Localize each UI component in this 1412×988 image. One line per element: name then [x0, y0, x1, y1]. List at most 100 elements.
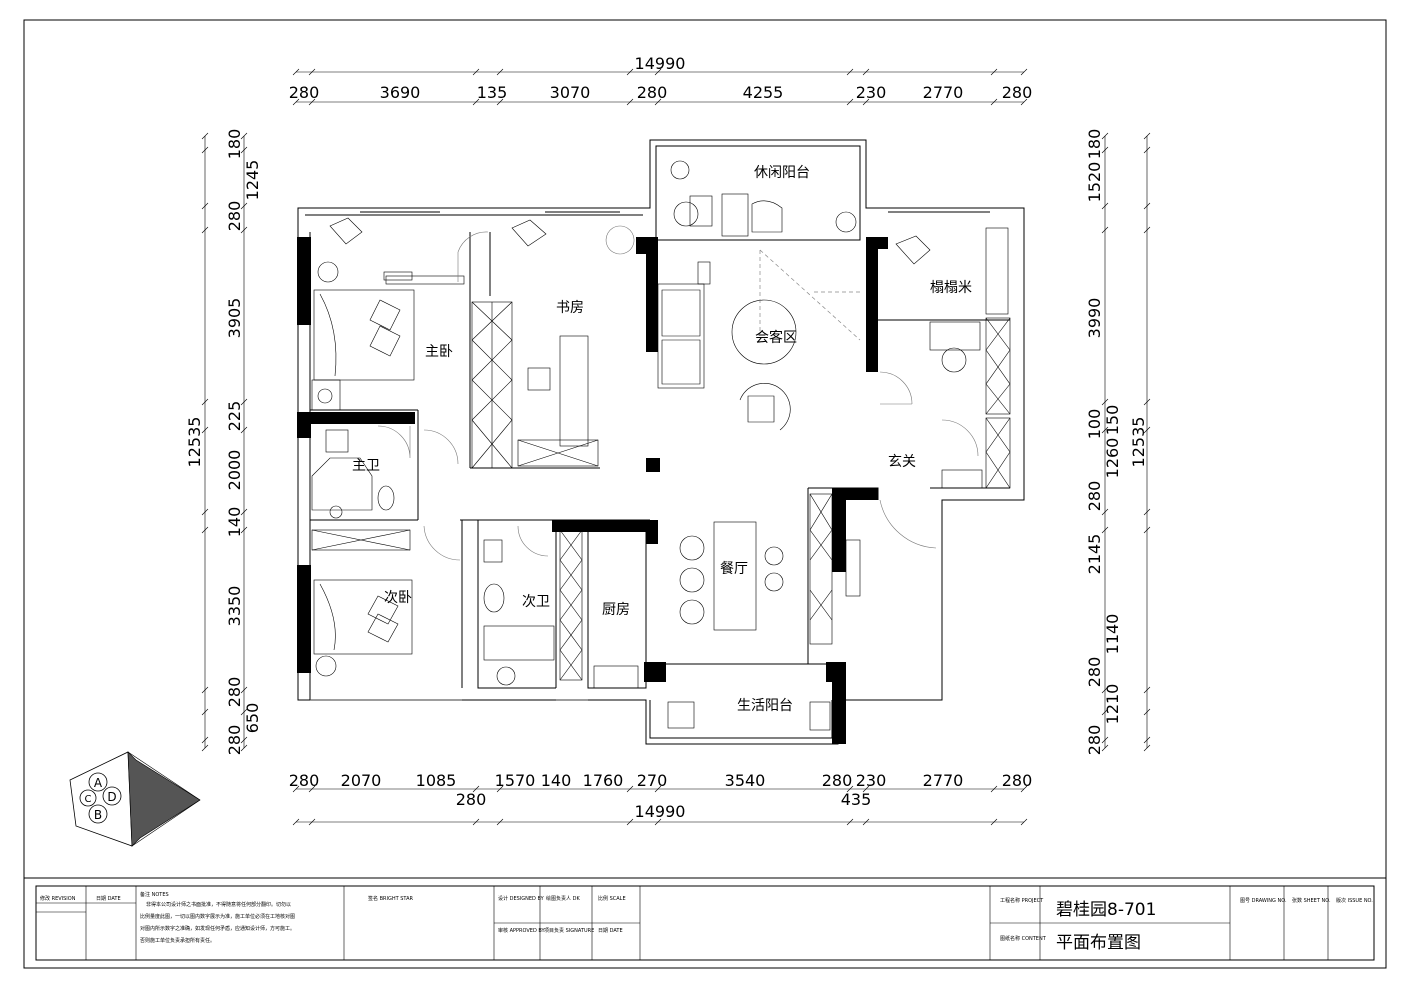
svg-text:3905: 3905	[225, 298, 244, 339]
sheet-border	[23, 19, 1387, 969]
svg-text:3350: 3350	[225, 586, 244, 627]
svg-text:135: 135	[477, 83, 508, 102]
room-label-tatami: 榻榻米	[930, 280, 972, 296]
svg-text:2000: 2000	[225, 450, 244, 491]
dim-bottom-total: 14990	[635, 802, 686, 821]
signature-label: 项目负责 SIGNATURE	[544, 927, 594, 934]
svg-text:280: 280	[289, 83, 320, 102]
dim-bottom-sub-2: 435	[841, 790, 872, 809]
room-label-second-bath: 次卫	[522, 594, 550, 610]
scale-label: 比例 SCALE	[598, 895, 626, 902]
notes-line-4: 否则施工单位负责承担所有责任。	[140, 937, 215, 944]
svg-text:280: 280	[289, 771, 320, 790]
project-label: 工程名称 PROJECT	[1000, 897, 1044, 904]
notes-header: 备注 NOTES	[140, 891, 169, 898]
drawing-content: 平面布置图	[1056, 933, 1141, 953]
exterior-walls	[297, 139, 1025, 745]
furniture	[311, 160, 1011, 731]
dim-top-row: 280 3690 135 3070 280 4255 230 2770 280	[289, 83, 1033, 102]
dim-left-column: 180 1245 280 3905 225 2000 140 3350 280 …	[225, 129, 262, 756]
room-label-dining: 餐厅	[720, 561, 748, 577]
svg-text:1260: 1260	[1103, 438, 1122, 479]
approved-label: 审核 APPROVED BY	[498, 927, 546, 934]
notes-line-2: 比例量度此图，一切以图内数字展示为准，施工单位必须在工地核对图	[140, 913, 295, 920]
stamp-label: 签名 BRIGHT STAR	[368, 895, 414, 902]
room-label-master-bedroom: 主卧	[425, 344, 453, 360]
room-label-study: 书房	[556, 300, 584, 316]
svg-text:1520: 1520	[1085, 162, 1104, 203]
dimension-lines	[201, 68, 1151, 826]
svg-text:270: 270	[637, 771, 668, 790]
svg-text:280: 280	[1085, 481, 1104, 512]
svg-text:280: 280	[1085, 725, 1104, 756]
svg-text:C: C	[85, 794, 92, 805]
svg-text:1210: 1210	[1103, 684, 1122, 725]
svg-text:1570: 1570	[495, 771, 536, 790]
svg-text:1760: 1760	[583, 771, 624, 790]
title-block: 修改 REVISION 日期 DATE 备注 NOTES 非得本公司设计师之书面…	[35, 885, 1375, 961]
structural-columns	[297, 237, 888, 744]
svg-text:650: 650	[243, 703, 262, 734]
svg-text:D: D	[107, 790, 116, 804]
svg-text:280: 280	[637, 83, 668, 102]
svg-text:280: 280	[1085, 657, 1104, 688]
room-labels: 休闲阳台 书房 主卧 会客区 榻榻米 主卫 玄关 次卧 次卫 厨房 餐厅 生活阳…	[352, 165, 972, 714]
doors	[310, 225, 979, 701]
svg-text:280: 280	[225, 725, 244, 756]
dim-right-total: 12535	[1129, 417, 1148, 468]
svg-text:280: 280	[822, 771, 853, 790]
svg-text:3540: 3540	[725, 771, 766, 790]
dim-top-total: 14990	[635, 54, 686, 73]
content-label: 图纸名称 CONTENT	[1000, 935, 1047, 942]
svg-text:150: 150	[1103, 405, 1122, 436]
notes-line-3: 对图内所示数字之准确，如发现任何矛盾，应通知设计师，方可施工。	[140, 925, 295, 932]
svg-text:3070: 3070	[550, 83, 591, 102]
svg-text:3990: 3990	[1085, 298, 1104, 339]
drawing-no-label: 图号 DRAWING NO.	[1240, 898, 1287, 904]
svg-text:280: 280	[1002, 771, 1033, 790]
svg-text:2770: 2770	[923, 83, 964, 102]
svg-text:1085: 1085	[416, 771, 457, 790]
svg-text:2770: 2770	[923, 771, 964, 790]
svg-text:230: 230	[856, 83, 887, 102]
compass-logo: A B C D	[69, 751, 201, 847]
svg-text:3690: 3690	[380, 83, 421, 102]
svg-text:100: 100	[1085, 409, 1104, 440]
svg-text:B: B	[94, 808, 102, 822]
issue-no-label: 版次 ISSUE NO.	[1336, 897, 1373, 904]
drawn-label: 绘图负责人 DK	[546, 895, 580, 902]
svg-text:280: 280	[1002, 83, 1033, 102]
dim-left-total: 12535	[185, 417, 204, 468]
svg-text:1140: 1140	[1103, 614, 1122, 655]
svg-text:140: 140	[541, 771, 572, 790]
date-label: 日期 DATE	[598, 928, 623, 934]
svg-text:225: 225	[225, 401, 244, 432]
designer-label: 设计 DESIGNED BY	[498, 895, 545, 902]
svg-text:2070: 2070	[341, 771, 382, 790]
svg-text:2145: 2145	[1085, 534, 1104, 575]
svg-text:280: 280	[225, 201, 244, 232]
svg-text:140: 140	[225, 507, 244, 538]
date-header: 日期 DATE	[96, 896, 121, 902]
rev-header: 修改 REVISION	[40, 895, 76, 902]
room-label-master-bath: 主卫	[352, 458, 380, 474]
svg-text:1245: 1245	[243, 160, 262, 201]
dim-right-column: 180 1520 3990 100 150 1260 280 2145 1140…	[1085, 129, 1122, 756]
svg-text:180: 180	[225, 129, 244, 160]
dim-bottom-sub-1: 280	[456, 790, 487, 809]
room-label-balcony-utility: 生活阳台	[737, 698, 793, 714]
sheet-no-label: 张数 SHEET NO.	[1292, 897, 1331, 904]
svg-text:180: 180	[1085, 129, 1104, 160]
svg-text:A: A	[94, 776, 103, 790]
svg-text:280: 280	[225, 677, 244, 708]
notes-line-1: 非得本公司设计师之书面批准，不得随意将任何部分翻印。切勿以	[146, 901, 291, 908]
svg-text:230: 230	[856, 771, 887, 790]
project-name: 碧桂园8-701	[1056, 900, 1156, 920]
room-label-entrance: 玄关	[888, 453, 916, 470]
svg-text:4255: 4255	[743, 83, 784, 102]
room-label-living: 会客区	[755, 329, 797, 346]
room-label-second-bedroom: 次卧	[384, 590, 412, 606]
dim-bottom-row: 280 2070 1085 1570 140 1760 270 3540 280…	[289, 771, 1033, 790]
room-label-balcony-leisure: 休闲阳台	[754, 165, 810, 181]
